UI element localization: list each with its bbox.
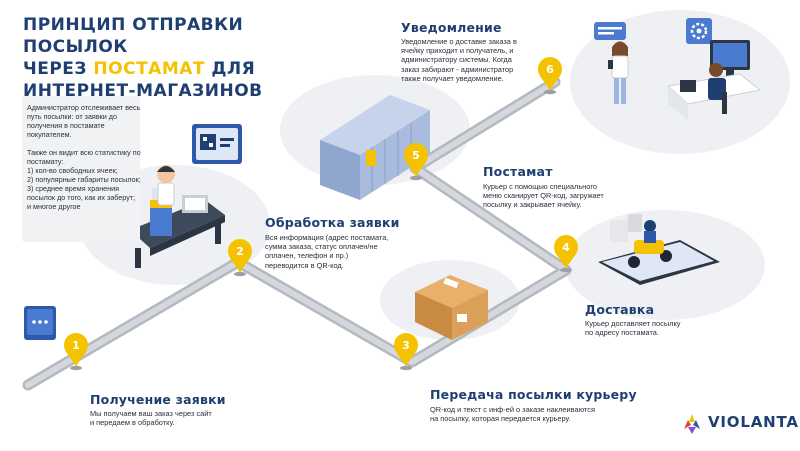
step-2-text: Вся информация (адрес постамата, сумма з… xyxy=(265,233,389,270)
admin-note-text: Администратор отслеживает весь путь посы… xyxy=(27,103,141,211)
courier-scooter-icon xyxy=(598,214,720,285)
pin-shadow xyxy=(234,271,246,277)
parcel-box-icon xyxy=(415,275,488,340)
pin-body xyxy=(538,57,562,91)
location-pin-icon: 3 xyxy=(394,333,418,371)
step-3-text: QR-код и текст с инф-ей о заказе наклеив… xyxy=(430,405,595,424)
title-line-2-pre: ЧЕРЕЗ xyxy=(23,59,94,79)
postamat-icon xyxy=(320,95,430,200)
chat-icon xyxy=(24,306,56,340)
step-2-title: Обработка заявки xyxy=(265,215,400,230)
logo-text: VIOLANTA xyxy=(708,413,799,431)
title-line-2-post: ДЛЯ xyxy=(205,59,256,79)
location-pin-icon: 1 xyxy=(64,333,88,371)
step-5-number: 5 xyxy=(412,149,420,162)
step-3-title: Передача посылки курьеру xyxy=(430,387,637,402)
location-pin-icon: 5 xyxy=(404,143,428,181)
pin-shadow xyxy=(70,365,82,371)
pin-body xyxy=(554,235,578,269)
step-5-title: Постамат xyxy=(483,164,553,179)
admin-computer-icon xyxy=(666,40,762,120)
step-6-text: Уведомление о доставке заказа в ячейку п… xyxy=(401,37,517,83)
pin-body xyxy=(404,143,428,177)
title-highlight: ПОСТАМАТ xyxy=(93,59,205,79)
admin-note-panel xyxy=(22,96,140,242)
step-3-number: 3 xyxy=(402,339,410,352)
gear-icon xyxy=(686,18,712,44)
step-1-number: 1 xyxy=(72,339,80,352)
page-title: ПРИНЦИП ОТПРАВКИ ПОСЫЛОК ЧЕРЕЗ ПОСТАМАТ … xyxy=(23,14,353,102)
pin-body xyxy=(394,333,418,367)
road-path xyxy=(22,76,572,391)
logo-mark-icon xyxy=(684,414,700,434)
step-1-text: Мы получаем ваш заказ через сайт и перед… xyxy=(90,409,212,428)
user-phone-icon xyxy=(594,22,629,104)
pin-body xyxy=(228,239,252,273)
step-4-number: 4 xyxy=(562,241,570,254)
step-6-title: Уведомление xyxy=(401,20,502,35)
location-pin-icon: 4 xyxy=(554,235,578,273)
admin-desk-icon xyxy=(130,165,225,268)
step-4-text: Курьер доставляет посылку по адресу пост… xyxy=(585,319,681,338)
pin-shadow xyxy=(400,365,412,371)
step-markers: 1 2 3 4 5 6 xyxy=(64,57,578,371)
pin-shadow xyxy=(544,89,556,95)
step-6-number: 6 xyxy=(546,63,554,76)
location-pin-icon: 6 xyxy=(538,57,562,95)
title-line-2: ЧЕРЕЗ ПОСТАМАТ ДЛЯ xyxy=(23,58,353,80)
pin-shadow xyxy=(560,267,572,273)
pin-body xyxy=(64,333,88,367)
location-pin-icon: 2 xyxy=(228,239,252,277)
step-4-title: Доставка xyxy=(585,302,655,317)
pin-shadow xyxy=(410,175,422,181)
qr-code-icon xyxy=(192,124,242,164)
step-5-text: Курьер с помощью специального меню скани… xyxy=(483,182,604,210)
title-line-1: ПРИНЦИП ОТПРАВКИ ПОСЫЛОК xyxy=(23,15,244,57)
violanta-logo: VIOLANTA xyxy=(680,413,799,431)
step-1-title: Получение заявки xyxy=(90,392,226,407)
step-2-number: 2 xyxy=(236,245,244,258)
